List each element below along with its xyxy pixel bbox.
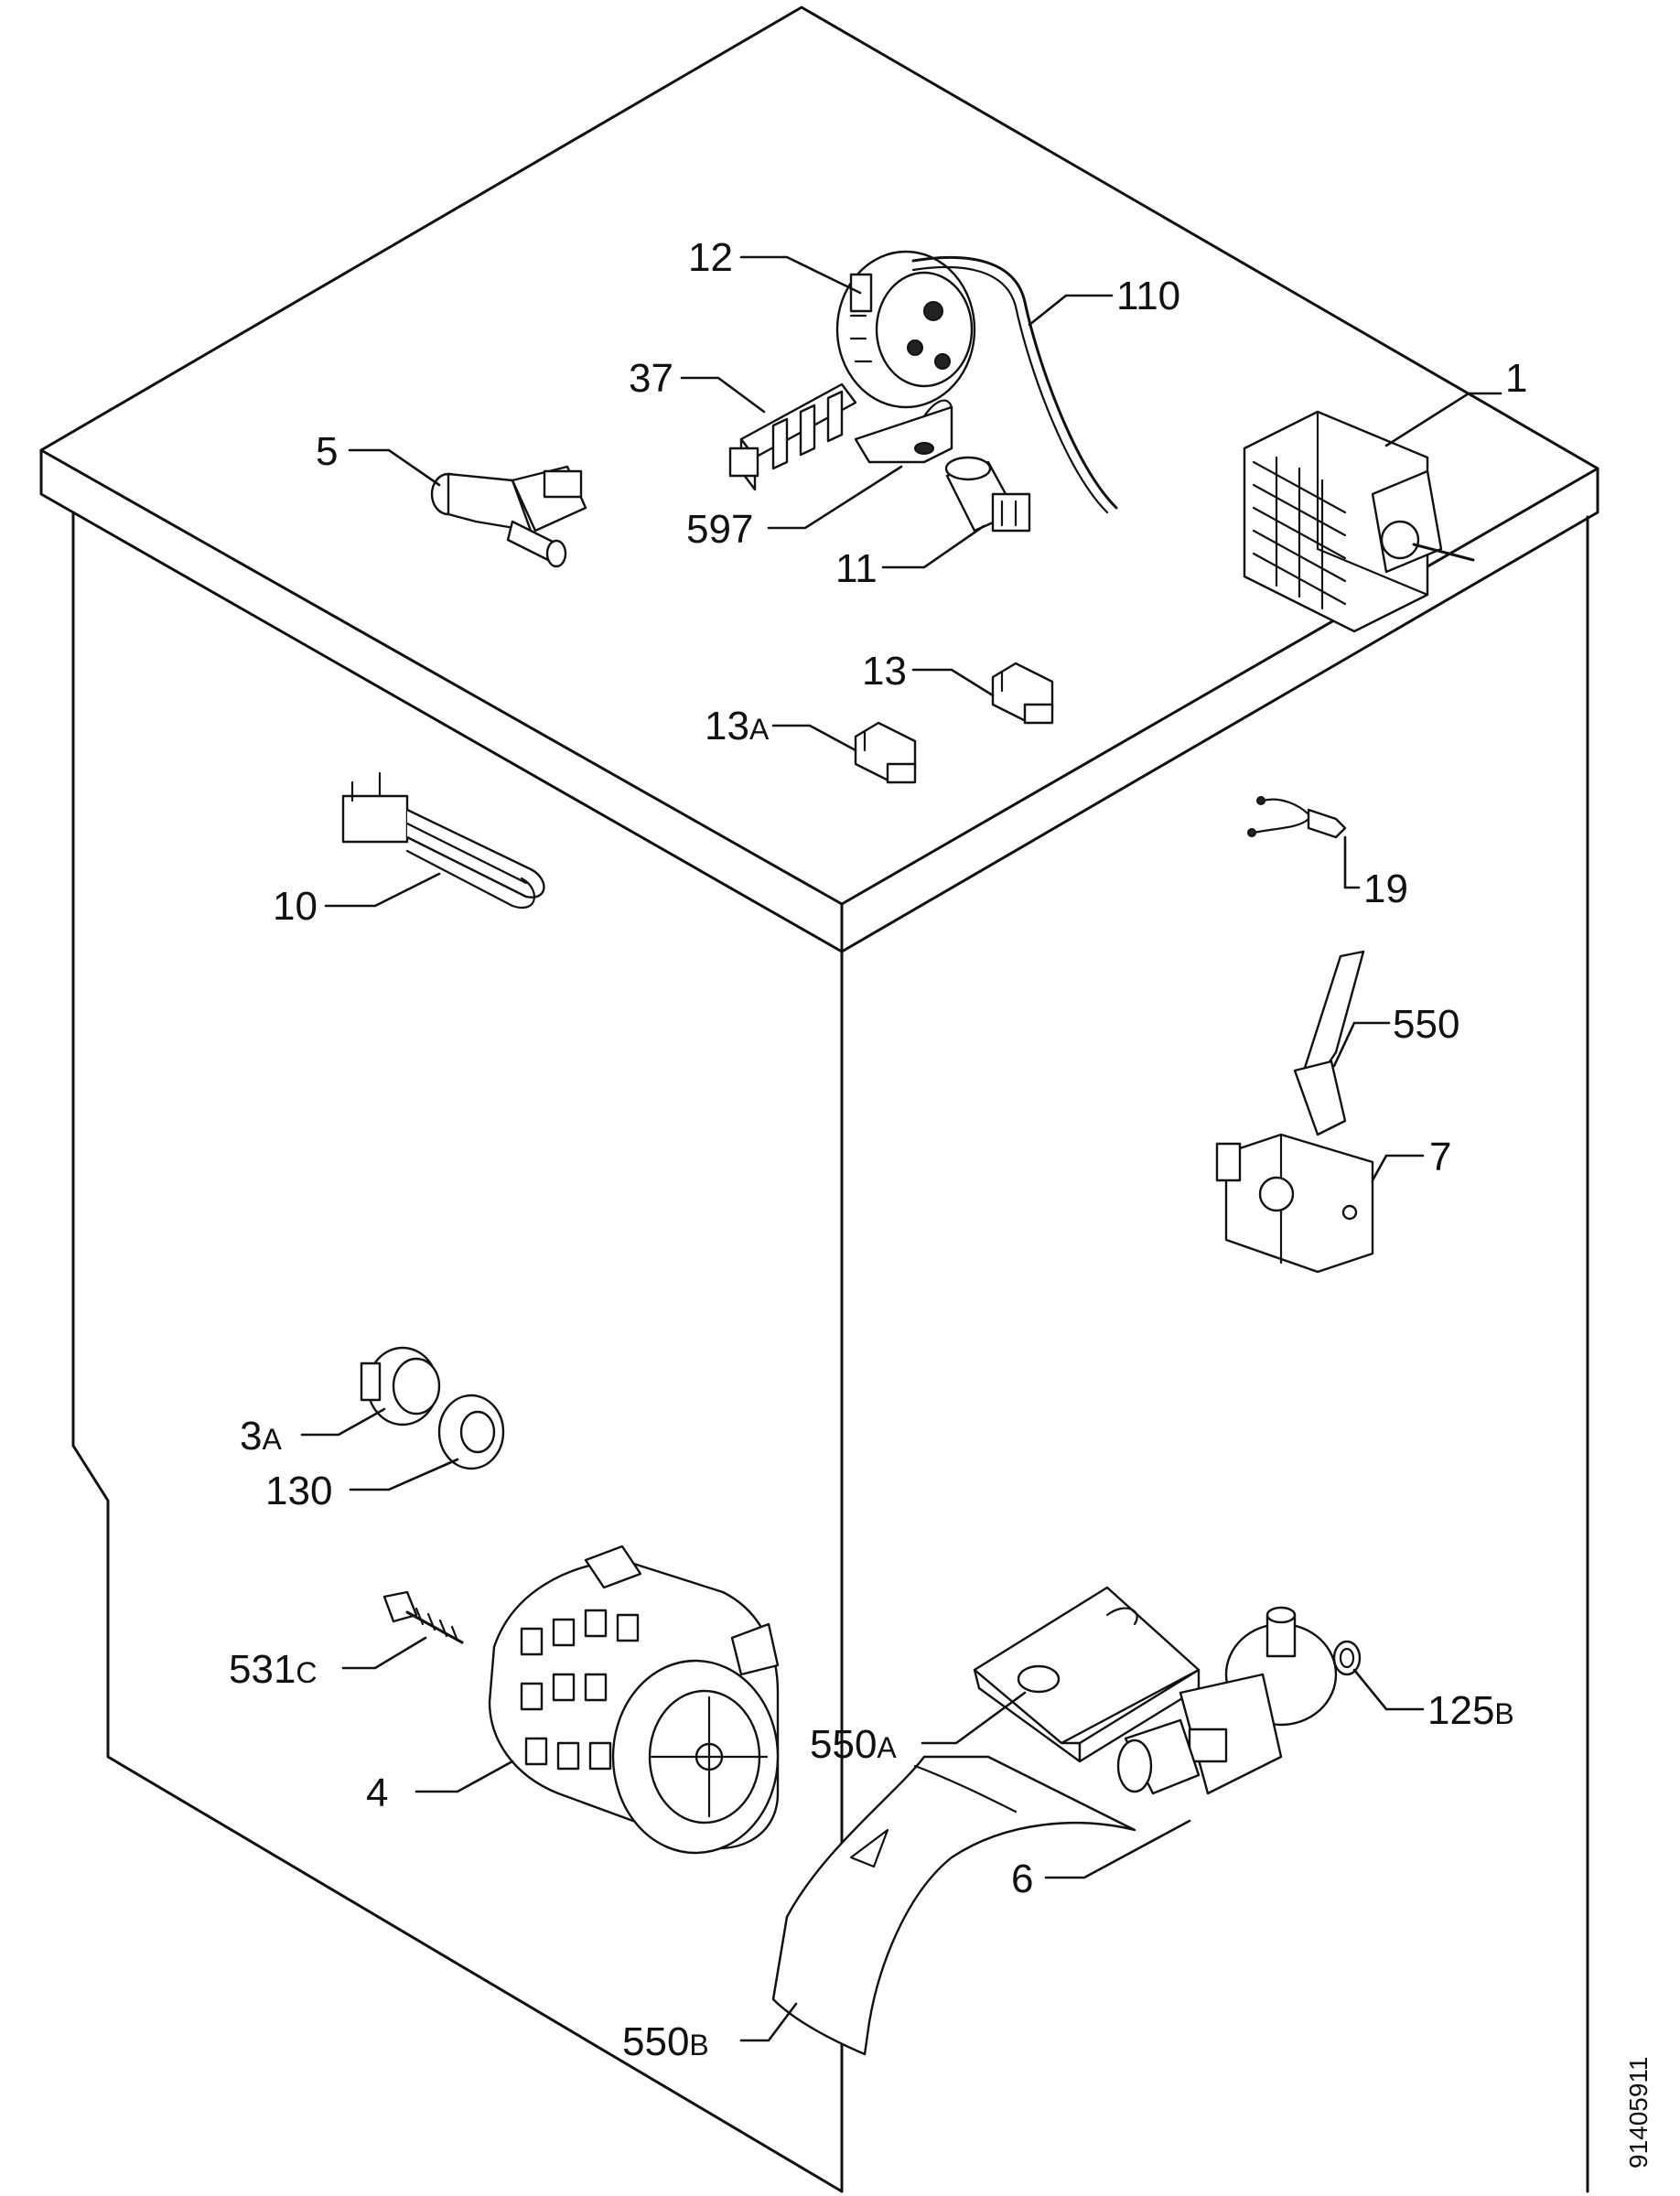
seal-ring-part [437,1394,505,1470]
label-part-3a: 3A [240,1414,282,1459]
cover-wedge-part [973,1586,1201,1763]
motor-part [488,1545,780,1855]
capacitor-part [944,456,1031,533]
label-part-6: 6 [1011,1857,1033,1901]
pressure-switch-part [835,250,976,409]
label-part-5: 5 [316,429,338,474]
screw-part [382,1590,464,1644]
bracket-part [854,399,953,464]
label-part-550b: 550B [622,2019,709,2064]
pressure-hose-part [911,255,1118,510]
sensor-part [1247,796,1347,839]
label-part-125b: 125B [1427,1688,1514,1733]
drain-pump-part [1116,1606,1338,1795]
timer-part [1243,410,1475,633]
part-labels: 1 12 110 37 5 597 11 13 13A 10 19 550 7 … [229,235,1527,2064]
connector-13-part [991,662,1054,725]
label-part-550: 550 [1393,1002,1459,1047]
label-part-4: 4 [366,1771,388,1815]
connector-13a-part [854,721,917,784]
inlet-valve-part [430,465,587,568]
label-part-19: 19 [1363,867,1408,911]
label-part-130: 130 [265,1469,332,1513]
label-part-1: 1 [1505,356,1527,401]
label-part-11: 11 [835,546,878,591]
document-id: 91405911 [1624,2057,1653,2169]
terminal-block-part [728,382,857,491]
label-part-13a: 13A [705,704,770,748]
pressure-hose-inner [911,265,1109,514]
label-part-13: 13 [862,649,907,694]
cabinet-outline [39,5,1599,2193]
thermostat-part [360,1346,441,1426]
leader-lines [300,255,1502,2042]
heating-element-part [341,771,545,909]
pump-seal-part [1332,1640,1362,1676]
label-part-550a: 550A [810,1722,897,1767]
label-part-12: 12 [688,235,733,280]
label-part-37: 37 [629,356,673,401]
label-part-10: 10 [273,884,318,929]
label-part-110: 110 [1116,274,1180,318]
label-part-597: 597 [686,507,753,552]
label-part-531c: 531C [229,1647,318,1692]
lower-shield-part [771,1755,1136,2056]
label-part-7: 7 [1429,1135,1451,1179]
door-lock-part [1215,950,1374,1274]
